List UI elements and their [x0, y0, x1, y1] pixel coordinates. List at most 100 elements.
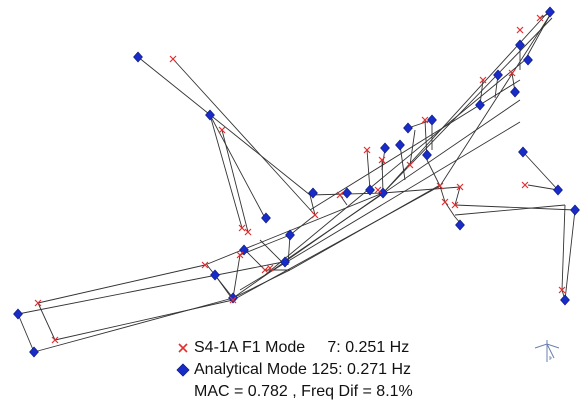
- structure-line: [264, 234, 291, 246]
- experimental-node-marker: [261, 266, 269, 274]
- analytical-node-marker: [560, 294, 570, 306]
- structure-line: [37, 302, 56, 341]
- structure-line: [454, 204, 576, 211]
- analytical-node-marker: [523, 54, 533, 66]
- structure-line: [561, 204, 566, 291]
- legend-mac-text: MAC = 0.782 , Freq Dif = 8.1%: [194, 383, 413, 400]
- structure-line: [564, 209, 576, 301]
- structure-line: [54, 299, 234, 341]
- experimental-node-marker: [479, 76, 487, 84]
- analytical-node-marker: [510, 86, 520, 98]
- structure-line: [264, 59, 526, 276]
- experimental-node-marker: [508, 69, 516, 77]
- analytical-node-marker: [493, 69, 503, 81]
- structure-line: [17, 313, 35, 353]
- experimental-node-marker: [378, 156, 386, 164]
- structure-line: [382, 9, 551, 194]
- experimental-node-marker: [536, 14, 544, 22]
- experimental-node-marker: [236, 251, 244, 259]
- experimental-node-marker: [51, 336, 59, 344]
- analytical-node-marker: [285, 229, 295, 241]
- analytical-node-marker: [210, 269, 220, 281]
- structure-line: [232, 269, 291, 299]
- structure-line: [527, 184, 559, 191]
- experimental-node-marker: [374, 186, 382, 194]
- analytical-node-marker: [280, 256, 290, 268]
- experimental-node-marker: [336, 191, 344, 199]
- experimental-node-marker: [558, 286, 566, 294]
- structure-line: [172, 58, 316, 216]
- analytical-node-marker: [553, 184, 563, 196]
- experimental-node-marker: [169, 55, 177, 63]
- structure-line: [522, 151, 559, 191]
- structure-line: [282, 99, 521, 263]
- experimental-node-marker: [238, 224, 246, 232]
- experimental-node-marker: [244, 228, 252, 236]
- experimental-node-marker: [521, 181, 529, 189]
- axis-triad-icon: [534, 340, 560, 362]
- structure-line: [204, 192, 384, 266]
- structure-line: [17, 261, 284, 315]
- structure-line: [137, 56, 311, 196]
- structure-line: [214, 274, 234, 301]
- legend-row-mac: MAC = 0.782 , Freq Dif = 8.1%: [172, 381, 413, 403]
- experimental-node-marker: [451, 201, 459, 209]
- legend-row-experimental: S4-1A F1 Mode 7: 0.251 Hz: [172, 337, 413, 359]
- legend-row-analytical: Analytical Mode 125: 0.271 Hz: [172, 359, 413, 381]
- analytical-node-marker: [29, 346, 39, 358]
- structure-line: [407, 119, 433, 129]
- analytical-node-marker: [308, 187, 318, 199]
- analytical-node-marker: [422, 149, 432, 161]
- analytical-node-marker: [570, 204, 580, 216]
- legend-analytical-label: Analytical Mode 125: 0.271 Hz: [194, 361, 412, 378]
- analytical-node-marker: [228, 292, 238, 304]
- mode-shape-lines: [17, 9, 576, 353]
- blue-diamond-icon: [172, 363, 194, 377]
- structure-line: [259, 239, 286, 266]
- structure-line: [309, 79, 521, 211]
- experimental-node-marker: [436, 182, 444, 190]
- analytical-node-marker: [365, 184, 375, 196]
- structure-line: [309, 194, 316, 216]
- analytical-node-marker: [205, 109, 215, 121]
- structure-line: [439, 185, 446, 203]
- structure-line: [366, 149, 371, 191]
- structure-line: [232, 254, 241, 299]
- analytical-node-marker: [545, 6, 555, 18]
- analytical-node-marker: [518, 146, 528, 158]
- structure-line: [524, 14, 551, 61]
- structure-line: [454, 186, 461, 206]
- analytical-node-marker: [403, 122, 413, 134]
- legend: S4-1A F1 Mode 7: 0.251 Hz Analytical Mod…: [172, 337, 413, 403]
- analytical-node-marker: [342, 187, 352, 199]
- analytical-node-marker: [455, 219, 465, 231]
- structure-line: [382, 186, 461, 194]
- structure-line: [409, 129, 416, 166]
- experimental-node-marker: [456, 183, 464, 191]
- analytical-node-marker: [475, 99, 485, 111]
- analytical-node-marker: [133, 51, 143, 63]
- experimental-node-marker: [516, 26, 524, 34]
- experimental-node-marker: [363, 146, 371, 154]
- structure-line: [244, 249, 266, 271]
- experimental-node-marker: [311, 211, 319, 219]
- node-markers: [13, 6, 580, 358]
- structure-line: [439, 14, 551, 187]
- structure-line: [454, 204, 566, 216]
- experimental-node-marker: [406, 161, 414, 169]
- analytical-node-marker: [395, 139, 405, 151]
- structure-line: [289, 184, 441, 271]
- experimental-node-marker: [441, 198, 449, 206]
- structure-line: [289, 214, 316, 236]
- analytical-node-marker: [515, 39, 525, 51]
- experimental-node-marker: [34, 299, 42, 307]
- structure-line: [399, 144, 406, 181]
- analytical-node-marker: [261, 212, 271, 224]
- red-x-icon: [172, 342, 194, 354]
- structure-line: [209, 114, 243, 229]
- experimental-node-marker: [218, 126, 226, 134]
- structure-line: [426, 159, 441, 187]
- structure-line: [221, 129, 249, 233]
- legend-experimental-label: S4-1A F1 Mode 7: 0.251 Hz: [194, 339, 410, 356]
